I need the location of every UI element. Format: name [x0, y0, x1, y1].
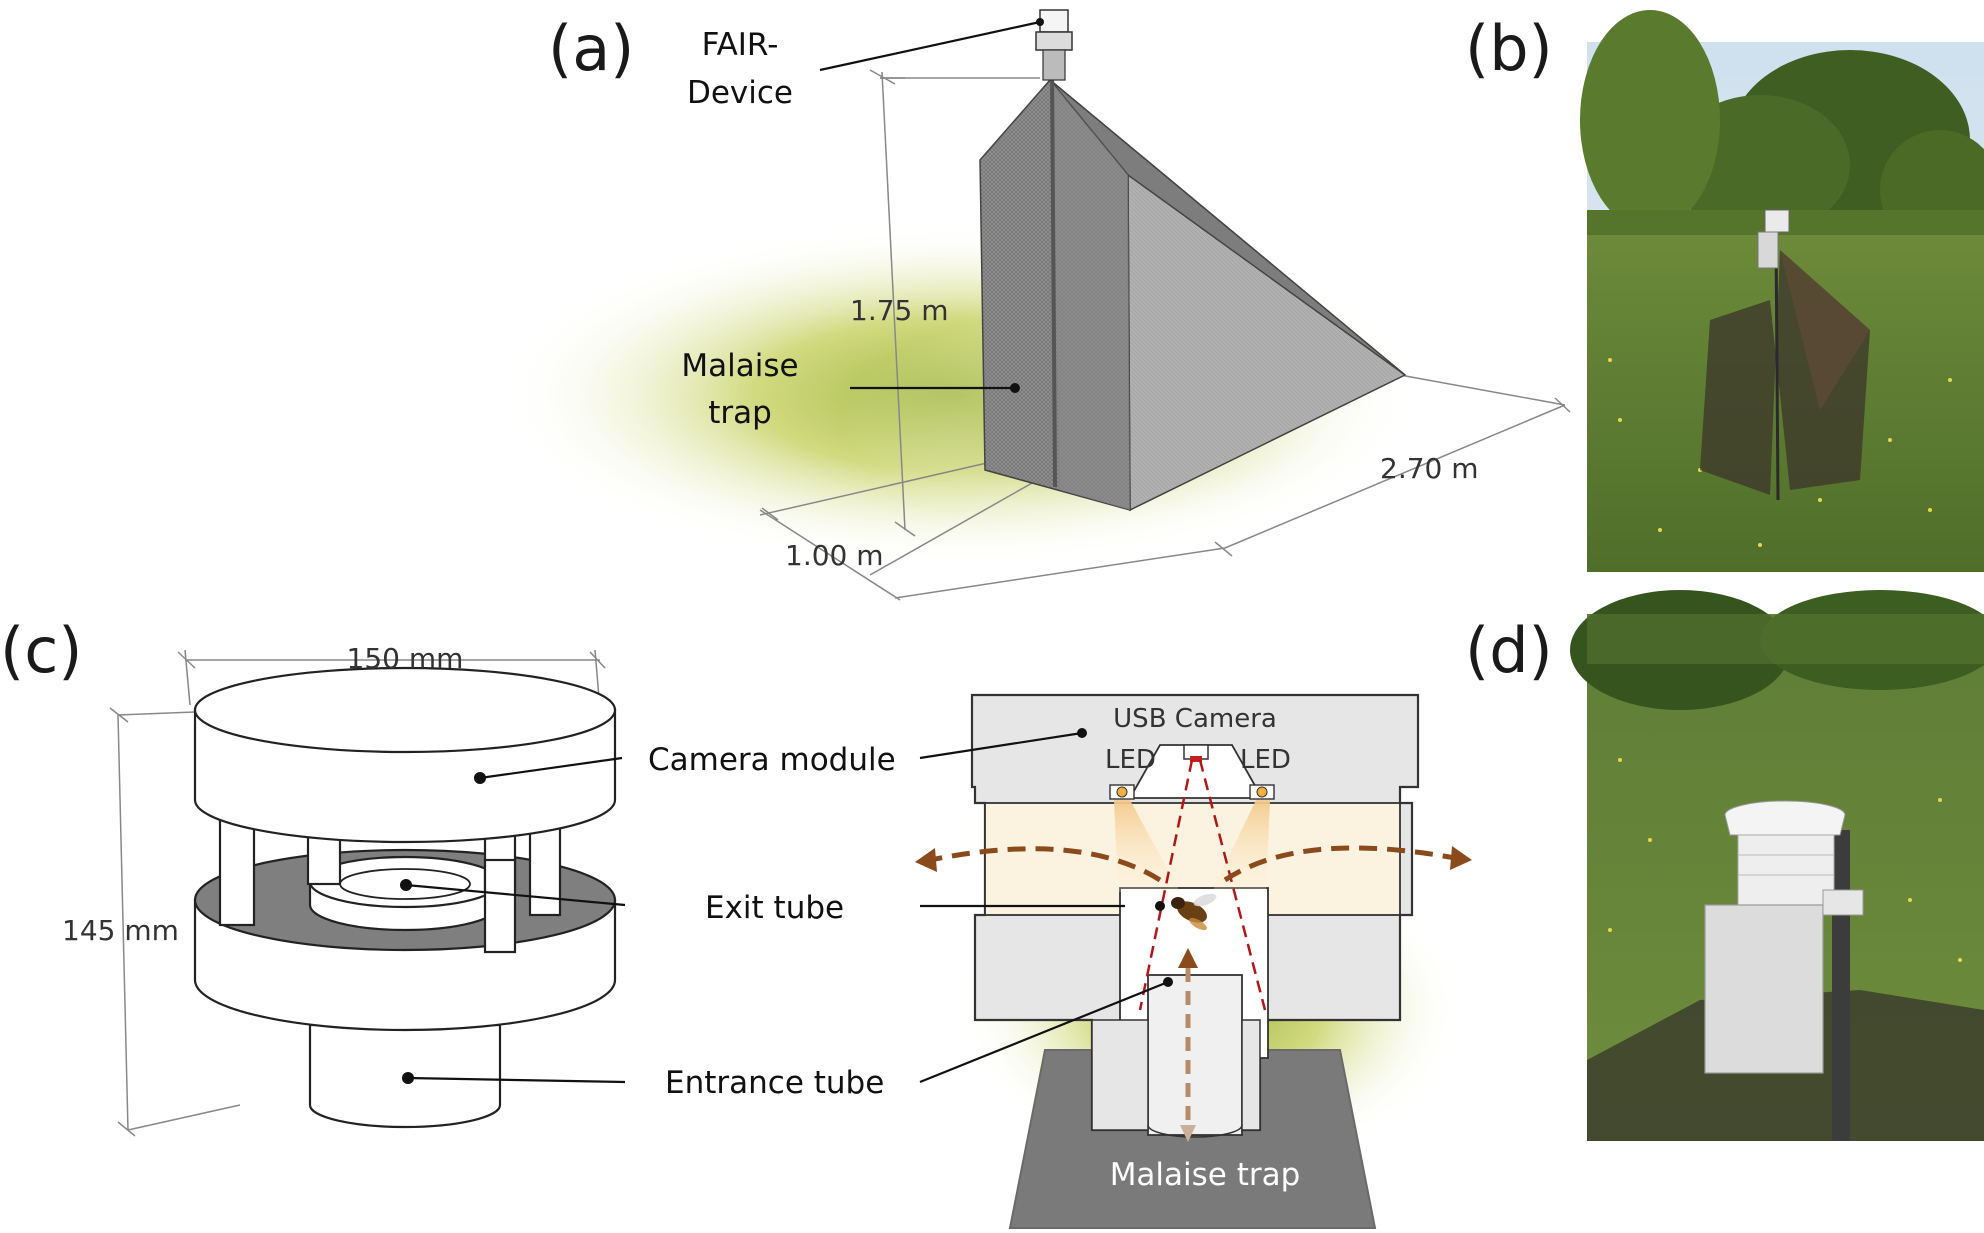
malaise-trap-base-label: Malaise trap: [1110, 1157, 1301, 1193]
fair-device-label-line2: Device: [687, 75, 793, 111]
entrance-tube-section-leader: [919, 980, 1169, 1084]
fair-device-leader: [819, 20, 1041, 72]
panel-c: (c): [0, 614, 896, 1137]
camera-module-leader: [479, 756, 623, 780]
device-3d-model: [193, 666, 617, 1129]
panel-letter-c: (c): [0, 614, 82, 687]
led-right-label: LED: [1240, 745, 1291, 775]
trap-dimension-lines: [759, 69, 1571, 601]
device-diameter-label: 150 mm: [347, 642, 464, 675]
led-left-label: LED: [1105, 745, 1156, 775]
malaise-trap-leader-dot: [1010, 383, 1020, 393]
insect-exit-arrowhead-left: [915, 848, 937, 872]
led-light-left: [1114, 800, 1180, 892]
camera-sensor: [1190, 756, 1202, 762]
insect-entry-arrowhead: [1178, 948, 1198, 968]
trap-height-label: 1.75 m: [850, 294, 949, 327]
usb-camera-label: USB Camera: [1113, 704, 1277, 734]
device-height-label: 145 mm: [62, 914, 179, 947]
pillar-left: [218, 818, 256, 927]
insect-exit-arrowhead-right: [1450, 846, 1472, 870]
entrance-wall-right: [1241, 1019, 1261, 1131]
fair-device-label-line1: FAIR-: [702, 27, 779, 63]
insect-exit-arrow-left: [929, 846, 1162, 883]
entrance-wall-left: [1091, 1019, 1149, 1131]
camera-module-top: [193, 666, 617, 754]
entrance-tube-leader: [407, 1076, 626, 1084]
panel-letter-b: (b): [1465, 12, 1553, 85]
pillar-back-left: [306, 830, 342, 886]
entrance-tube-section: [1147, 974, 1243, 1136]
exit-tube-section-dot: [1155, 901, 1165, 911]
insect-exit-arrow-right: [1223, 845, 1456, 883]
camera-module-leader-dot: [474, 772, 486, 784]
panel-b: (b): [1465, 10, 1984, 572]
malaise-trap-label-line1: Malaise: [681, 348, 798, 384]
field-photo-device: [1570, 590, 1984, 1141]
panel-d: (d): [1465, 590, 1984, 1141]
camera-ray-left: [1138, 759, 1194, 1011]
trap-pole: [1050, 69, 1057, 488]
entrance-tube-leader-dot: [402, 1072, 414, 1084]
inner-chamber: [984, 802, 1401, 916]
pillar-right: [528, 818, 562, 917]
panel-letter-d: (d): [1465, 614, 1553, 687]
pillar-front-right: [483, 858, 517, 954]
fair-device-leader-dot: [1036, 18, 1044, 26]
led-left-icon: [1109, 784, 1135, 800]
exit-tube-leader-dot: [400, 879, 412, 891]
panel-a: (a): [500, 9, 1571, 601]
exit-tube-label: Exit tube: [705, 890, 844, 926]
led-light-right: [1212, 800, 1270, 892]
trap-inner-panel: [1050, 80, 1130, 510]
exit-tube-leader: [405, 883, 626, 907]
cross-section-diagram: Malaise trap: [915, 693, 1472, 1229]
insect-icon: [1171, 893, 1217, 931]
entrance-tube-label: Entrance tube: [665, 1065, 884, 1101]
malaise-trap-model: [979, 69, 1407, 512]
camera-ray-right: [1198, 759, 1267, 1011]
malaise-trap-label-line2: trap: [708, 395, 772, 431]
camera-module-label: Camera module: [648, 742, 896, 778]
field-photo-trap: [1580, 10, 1984, 572]
trap-width-label: 1.00 m: [785, 539, 884, 572]
insect-entry-tail: [1180, 1125, 1196, 1142]
trap-length-label: 2.70 m: [1380, 452, 1479, 485]
led-right-icon: [1249, 784, 1275, 800]
camera-module-section-leader: [919, 731, 1083, 760]
panel-letter-a: (a): [548, 12, 634, 85]
